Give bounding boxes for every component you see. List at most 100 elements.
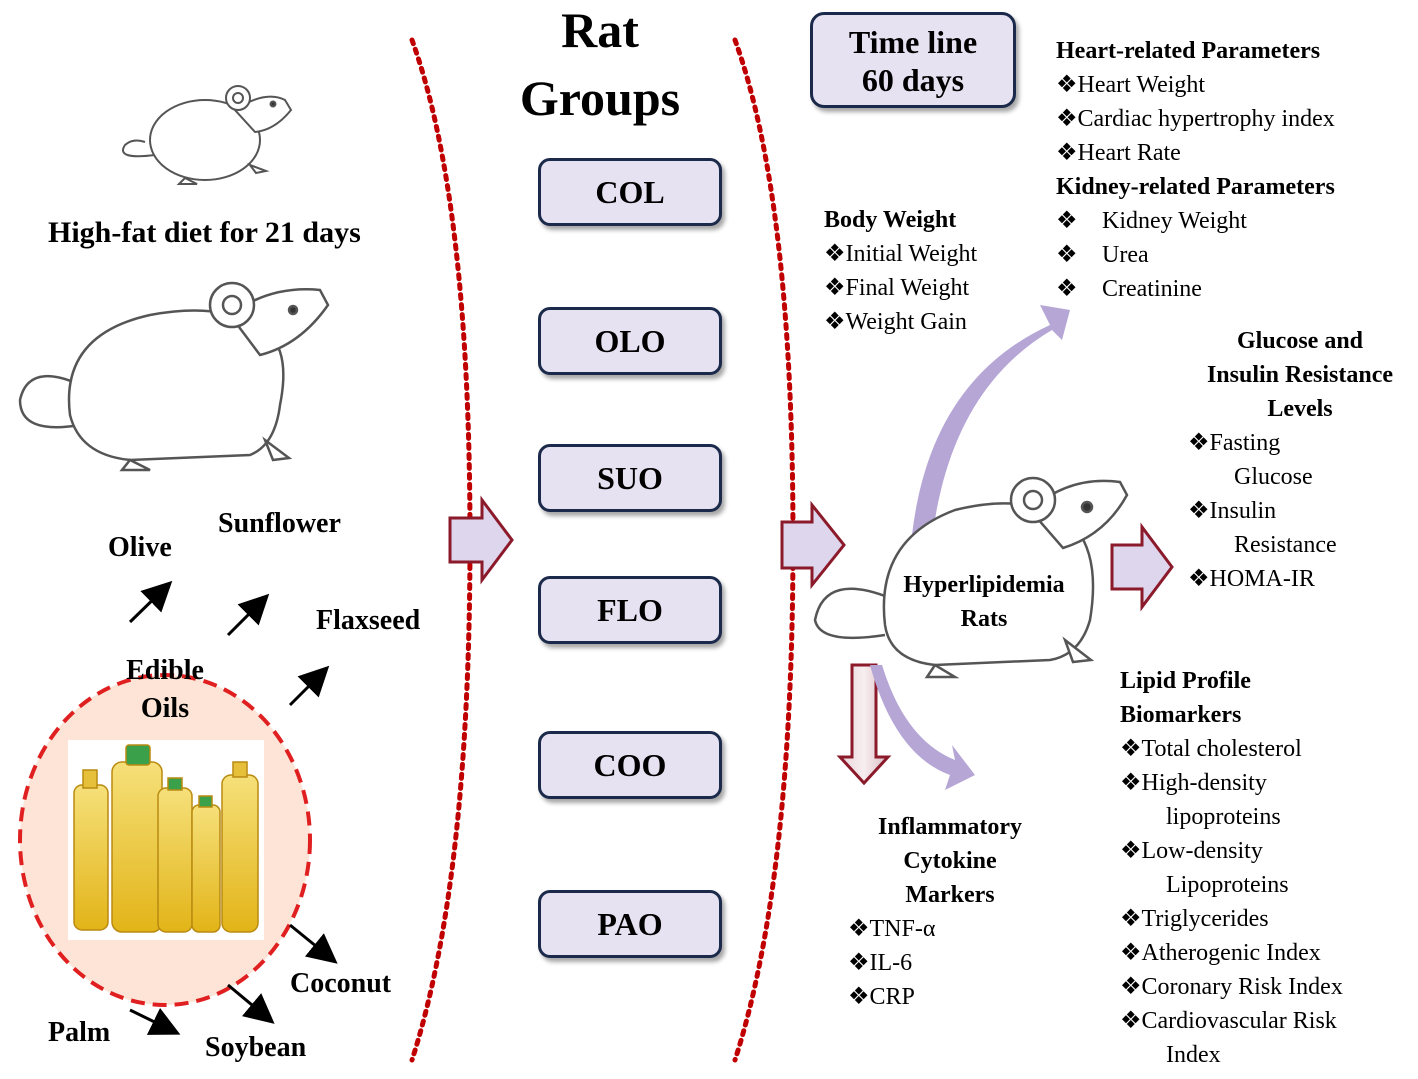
block-arrow-glucose <box>1110 522 1174 612</box>
bullet-icon: ❖ <box>1120 940 1142 966</box>
kidney-item: ❖ Kidney Weight <box>1056 204 1335 238</box>
glucose-item-cont: Glucose <box>1234 464 1313 490</box>
kidney-item-text: Kidney Weight <box>1102 208 1247 234</box>
group-box-col: COL <box>538 158 722 226</box>
inflammatory-title: Inflammatory Cytokine Markers <box>858 810 1042 912</box>
body-item-text: Final Weight <box>845 275 970 301</box>
inflammatory-item-text: CRP <box>869 984 915 1010</box>
lipid-item-text: Atherogenic Index <box>1141 940 1321 966</box>
bullet-icon: ❖ <box>1056 208 1078 234</box>
timeline-line2: 60 days <box>861 62 965 98</box>
heart-params-block: Heart-related Parameters ❖Heart Weight ❖… <box>1056 34 1335 170</box>
glucose-item: ❖HOMA-IR <box>1188 562 1337 596</box>
heart-item: ❖Heart Weight <box>1056 68 1335 102</box>
rat-label-line2: Rats <box>960 606 1008 632</box>
bullet-icon: ❖ <box>1120 1008 1142 1034</box>
heart-params-title: Heart-related Parameters <box>1056 38 1321 64</box>
bullet-icon: ❖ <box>1056 72 1078 98</box>
bullet-icon: ❖ <box>1120 736 1142 762</box>
oil-arrows <box>128 580 338 1035</box>
rat-groups-title-line1: Rat <box>561 2 639 58</box>
hyperlipidemia-rat-icon <box>813 476 1129 679</box>
lipid-item: ❖High-density <box>1120 766 1343 800</box>
oil-label-coconut: Coconut <box>290 968 392 999</box>
bullet-icon: ❖ <box>1188 566 1210 592</box>
bullet-icon: ❖ <box>1120 770 1142 796</box>
bullet-icon: ❖ <box>824 309 846 335</box>
block-arrow-right <box>780 500 846 590</box>
glucose-item-text: Insulin <box>1209 498 1277 524</box>
body-weight-block: Body Weight ❖Initial Weight ❖Final Weigh… <box>824 203 977 339</box>
heart-item-text: Heart Weight <box>1077 72 1206 98</box>
lipid-item: ❖Triglycerides <box>1120 902 1343 936</box>
lipid-item-text: Coronary Risk Index <box>1141 974 1343 1000</box>
glucose-title-line: Levels <box>1267 396 1333 422</box>
inflammatory-title-line: Cytokine <box>903 848 997 874</box>
bullet-icon: ❖ <box>1188 430 1210 456</box>
edible-oils-label: Edible Oils <box>95 652 235 728</box>
lipid-item: ❖Atherogenic Index <box>1120 936 1343 970</box>
lipid-item-text: Triglycerides <box>1141 906 1269 932</box>
group-box-suo: SUO <box>538 444 722 512</box>
lipid-item-text: Low-density <box>1141 838 1263 864</box>
heart-item: ❖Cardiac hypertrophy index <box>1056 102 1335 136</box>
glucose-item: ❖Insulin <box>1188 494 1337 528</box>
lipid-item-text: Total cholesterol <box>1141 736 1302 762</box>
group-box-pao: PAO <box>538 890 722 958</box>
lipid-item-cont: Index <box>1166 1042 1221 1068</box>
bullet-icon: ❖ <box>1120 906 1142 932</box>
kidney-params-block: Kidney-related Parameters ❖Kidney Weight… <box>1056 170 1335 306</box>
lipid-item: ❖Cardiovascular Risk <box>1120 1004 1343 1038</box>
lipid-item: ❖Coronary Risk Index <box>1120 970 1343 1004</box>
bullet-icon: ❖ <box>1056 276 1078 302</box>
heart-item: ❖Heart Rate <box>1056 136 1335 170</box>
kidney-item-text: Urea <box>1102 242 1149 268</box>
oil-label-soybean: Soybean <box>205 1032 307 1063</box>
lipid-title-line: Biomarkers <box>1120 702 1242 728</box>
bullet-icon: ❖ <box>1056 140 1078 166</box>
bullet-icon: ❖ <box>824 275 846 301</box>
oil-label-palm: Palm <box>48 1017 111 1048</box>
edible-oils-line1: Edible <box>126 655 204 686</box>
body-item-text: Weight Gain <box>845 309 967 335</box>
lipid-item-cont: lipoproteins <box>1166 804 1281 830</box>
hyperlipidemia-rats-label: Hyperlipidemia Rats <box>886 568 1082 636</box>
body-item: ❖Initial Weight <box>824 237 977 271</box>
body-item: ❖Weight Gain <box>824 305 977 339</box>
bullet-icon: ❖ <box>1120 838 1142 864</box>
rat-groups-title: Rat Groups <box>480 0 720 132</box>
lipid-item-text: High-density <box>1141 770 1267 796</box>
group-box-flo: FLO <box>538 576 722 644</box>
body-item: ❖Final Weight <box>824 271 977 305</box>
edible-oils-line2: Oils <box>140 693 190 724</box>
bullet-icon: ❖ <box>848 950 870 976</box>
high-fat-diet-label: High-fat diet for 21 days <box>48 216 361 249</box>
glucose-item-text: HOMA-IR <box>1209 566 1315 592</box>
glucose-title-line: Glucose and <box>1236 328 1364 354</box>
glucose-title: Glucose and Insulin Resistance Levels <box>1186 324 1414 426</box>
heart-item-text: Heart Rate <box>1077 140 1181 166</box>
inflammatory-items: ❖TNF-α ❖IL-6 ❖ CRP <box>848 912 935 1014</box>
body-weight-title: Body Weight <box>824 207 957 233</box>
inflammatory-title-line: Inflammatory <box>878 814 1022 840</box>
bullet-icon: ❖ <box>848 916 870 942</box>
kidney-item: ❖Creatinine <box>1056 272 1335 306</box>
glucose-item-cont: Resistance <box>1234 532 1337 558</box>
group-box-coo: COO <box>538 731 722 799</box>
heart-item-text: Cardiac hypertrophy index <box>1077 106 1335 132</box>
bullet-icon: ❖ <box>1056 106 1078 132</box>
inflammatory-item: ❖IL-6 <box>848 946 935 980</box>
lipid-item: ❖Total cholesterol <box>1120 732 1343 766</box>
timeline-box: Time line 60 days <box>810 12 1016 108</box>
bullet-icon: ❖ <box>1188 498 1210 524</box>
lipid-title-line: Lipid Profile <box>1120 668 1251 694</box>
inflammatory-item: ❖TNF-α <box>848 912 935 946</box>
bullet-icon: ❖ <box>1120 974 1142 1000</box>
rat-groups-title-line2: Groups <box>519 70 681 126</box>
kidney-item: ❖ Urea <box>1056 238 1335 272</box>
glucose-item: ❖Fasting <box>1188 426 1337 460</box>
bullet-icon: ❖ <box>1056 242 1078 268</box>
oil-label-sunflower: Sunflower <box>218 508 341 539</box>
